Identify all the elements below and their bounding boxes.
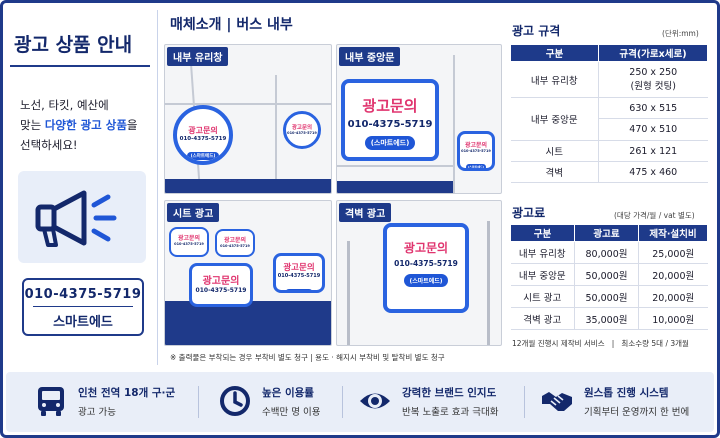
table-row: 내부 유리창 250 x 250(원형 컷팅) [510,61,708,98]
window-frame-line [165,103,331,105]
left-divider [157,10,158,365]
bus-floor [337,181,453,193]
megaphone-panel [18,171,146,263]
table-row: 시트 261 x 121 [510,140,708,162]
price-title: 광고료 [512,206,546,220]
spec-title: 광고 규격 [512,24,561,38]
contact-phone[interactable]: 010-4375-5719 [24,287,142,302]
door-frame-line [453,55,455,193]
intro-line-2: 맞는 다양한 광고 상품을 [20,118,138,132]
window-ad-small: 광고문의 010-4375-5719 [283,111,321,149]
door-ad-small: 광고문의 010-4375-5719 (스마트에드) [457,131,495,171]
eye-icon [360,393,390,409]
seat-ad-top-left: 광고문의 010-4375-5719 [169,227,209,257]
bus-icon [38,387,64,416]
door-frame-line [337,165,453,167]
feature-bar: 인천 전역 18개 구·군 광고 가능 높은 이용률 수백만 명 이용 강력한 … [6,372,714,432]
intro-line-3: 선택하세요! [20,138,78,152]
left-panel: 광고 상품 안내 노선, 타킷, 예산에 맞는 다양한 광고 상품을 선택하세요… [6,8,154,368]
label-wall: 격벽 광고 [339,203,392,222]
feature-usage: 높은 이용률 수백만 명 이용 [218,372,348,432]
photo-seat: 광고문의 010-4375-5719 광고문의 010-4375-5719 광고… [164,200,332,346]
table-row: 내부 중앙문 50,000원 20,000원 [510,263,708,286]
feature-divider [524,386,525,418]
spec-header-size: 규격(가로x세로) [598,44,708,62]
label-middle-door: 내부 중앙문 [339,47,401,66]
seat-ad-right: 광고문의 010-4375-5719 (스마트에드) [273,253,325,293]
feature-brand: 강력한 브랜드 인지도 반복 노출로 효과 극대화 [358,372,518,432]
page-title: 광고 상품 안내 [14,34,133,56]
intro-line-1: 노선, 타킷, 예산에 [20,98,109,112]
media-section-title: 매체소개 | 버스 내부 [170,17,293,33]
wall-ad: 광고문의 010-4375-5719 (스마트에드) [383,223,469,313]
seat-ad-top-mid: 광고문의 010-4375-5719 [215,229,255,257]
price-note: 12개월 진행시 제작비 서비스 | 최소수량 5대 / 3개월 [512,339,689,348]
price-header-row: 구분 광고료 제작·설치비 [510,224,708,242]
feature-onestop: 원스톱 진행 시스템 기획부터 운영까지 한 번에 [540,372,710,432]
price-header-fee: 광고료 [574,224,639,242]
contact-company: 스마트에드 [53,315,113,330]
table-row: 내부 유리창 80,000원 25,000원 [510,241,708,264]
label-window: 내부 유리창 [167,47,229,66]
spec-header-row: 구분 규격(가로x세로) [510,44,708,62]
bus-seat-row [165,179,331,193]
price-unit: (대당 가격/월 / vat 별도) [614,211,695,220]
intro-text: 노선, 타킷, 예산에 맞는 다양한 광고 상품을 선택하세요! [20,95,154,155]
wall-pole [347,241,350,345]
title-underline [10,65,150,67]
intro-highlight: 다양한 광고 상품 [44,118,127,132]
feature-coverage: 인천 전역 18개 구·군 광고 가능 [34,372,184,432]
table-row: 시트 광고 50,000원 20,000원 [510,285,708,308]
bus-seats [165,301,331,345]
contact-divider [33,306,133,307]
window-ad-large: 광고문의 010-4375-5719 (스마트에드) [173,105,233,165]
photo-window: 광고문의 010-4375-5719 (스마트에드) 광고문의 010-4375… [164,44,332,194]
photo-middle-door: 광고문의 010-4375-5719 (스마트에드) 광고문의 010-4375… [336,44,502,194]
table-row: 격벽 광고 35,000원 10,000원 [510,307,708,330]
wall-pole [487,221,490,345]
megaphone-icon [35,190,117,247]
photo-wall: 광고문의 010-4375-5719 (스마트에드) 격벽 광고 [336,200,502,346]
price-header-production: 제작·설치비 [638,224,708,242]
media-footnote: ※ 출력물은 부착되는 경우 부착비 별도 청구 | 용도 · 해지시 부착비 … [170,353,445,362]
handshake-icon [542,392,572,411]
feature-divider [342,386,343,418]
label-seat: 시트 광고 [167,203,220,222]
window-frame-line [275,75,277,193]
seat-ad-main: 광고문의 010-4375-5719 (스마트에드) [189,263,253,307]
door-ad-large: 광고문의 010-4375-5719 (스마트에드) [341,79,439,161]
spec-header-category: 구분 [510,44,599,62]
spec-table: 구분 규격(가로x세로) 내부 유리창 250 x 250(원형 컷팅) 내부 … [510,44,708,183]
price-table: 구분 광고료 제작·설치비 내부 유리창 80,000원 25,000원 내부 … [510,224,708,330]
table-row: 격벽 475 x 460 [510,161,708,183]
spec-unit: (단위:mm) [662,29,699,38]
contact-box[interactable]: 010-4375-5719 스마트에드 [22,278,144,336]
clock-icon [220,386,250,416]
price-header-category: 구분 [510,224,575,242]
feature-divider [198,386,199,418]
